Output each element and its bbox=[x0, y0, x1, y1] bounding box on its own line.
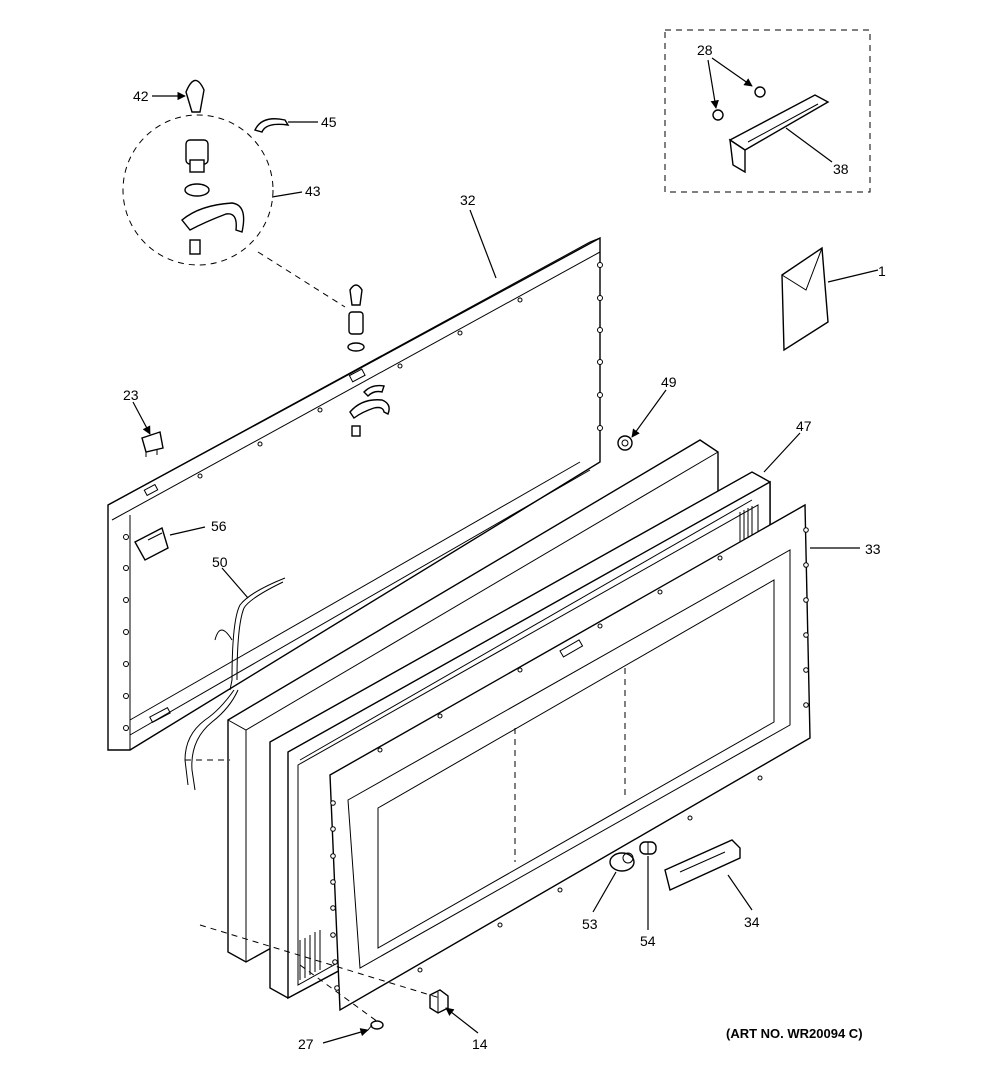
lock-assembly-43 bbox=[181, 139, 245, 255]
guide-line bbox=[199, 924, 441, 999]
lock-assembly-detail-circle bbox=[122, 114, 274, 266]
callout-56: 56 bbox=[211, 518, 227, 534]
light-switch-14 bbox=[429, 989, 449, 1014]
grommet-49 bbox=[617, 435, 633, 451]
callout-45: 45 bbox=[321, 114, 337, 130]
callout-49: 49 bbox=[661, 374, 677, 390]
screw-27 bbox=[367, 1020, 384, 1031]
door-liner-32 bbox=[107, 236, 603, 751]
callout-54: 54 bbox=[640, 933, 656, 949]
callout-43: 43 bbox=[305, 183, 321, 199]
liner-holes bbox=[123, 262, 603, 731]
callout-53: 53 bbox=[582, 916, 598, 932]
callout-labels: 42 45 43 32 28 38 1 23 49 47 33 56 50 53… bbox=[123, 42, 886, 1052]
installed-lock bbox=[347, 284, 390, 437]
literature-envelope-1 bbox=[781, 246, 829, 352]
wire-harness-50 bbox=[184, 577, 286, 791]
outer-door-panel-33 bbox=[329, 503, 811, 1012]
callout-28: 28 bbox=[697, 42, 713, 58]
nameplate-34 bbox=[664, 839, 741, 891]
callout-38: 38 bbox=[833, 161, 849, 177]
callout-14: 14 bbox=[472, 1036, 488, 1052]
bracket-38 bbox=[728, 94, 830, 174]
callout-1: 1 bbox=[878, 263, 886, 279]
hardware-kit-inset-box bbox=[664, 29, 871, 193]
callout-42: 42 bbox=[133, 88, 149, 104]
lock-leader-dash bbox=[257, 251, 346, 308]
callout-27: 27 bbox=[298, 1036, 314, 1052]
gasket-ribs bbox=[299, 506, 753, 980]
hinge-clip-23 bbox=[141, 431, 164, 457]
leader-lines bbox=[132, 57, 879, 1044]
callout-34: 34 bbox=[744, 914, 760, 930]
callout-23: 23 bbox=[123, 387, 139, 403]
clip-45 bbox=[254, 118, 290, 133]
guide-line bbox=[299, 964, 379, 1023]
clip-56 bbox=[134, 526, 169, 561]
panel-holes bbox=[330, 527, 809, 991]
callout-32: 32 bbox=[460, 192, 476, 208]
callout-33: 33 bbox=[865, 541, 881, 557]
callout-47: 47 bbox=[796, 418, 812, 434]
art-number: (ART NO. WR20094 C) bbox=[726, 1026, 863, 1041]
knob-53 bbox=[609, 852, 635, 872]
callout-50: 50 bbox=[212, 554, 228, 570]
key-42 bbox=[185, 79, 205, 113]
nut-28 bbox=[712, 86, 766, 121]
switch-54 bbox=[639, 841, 657, 855]
